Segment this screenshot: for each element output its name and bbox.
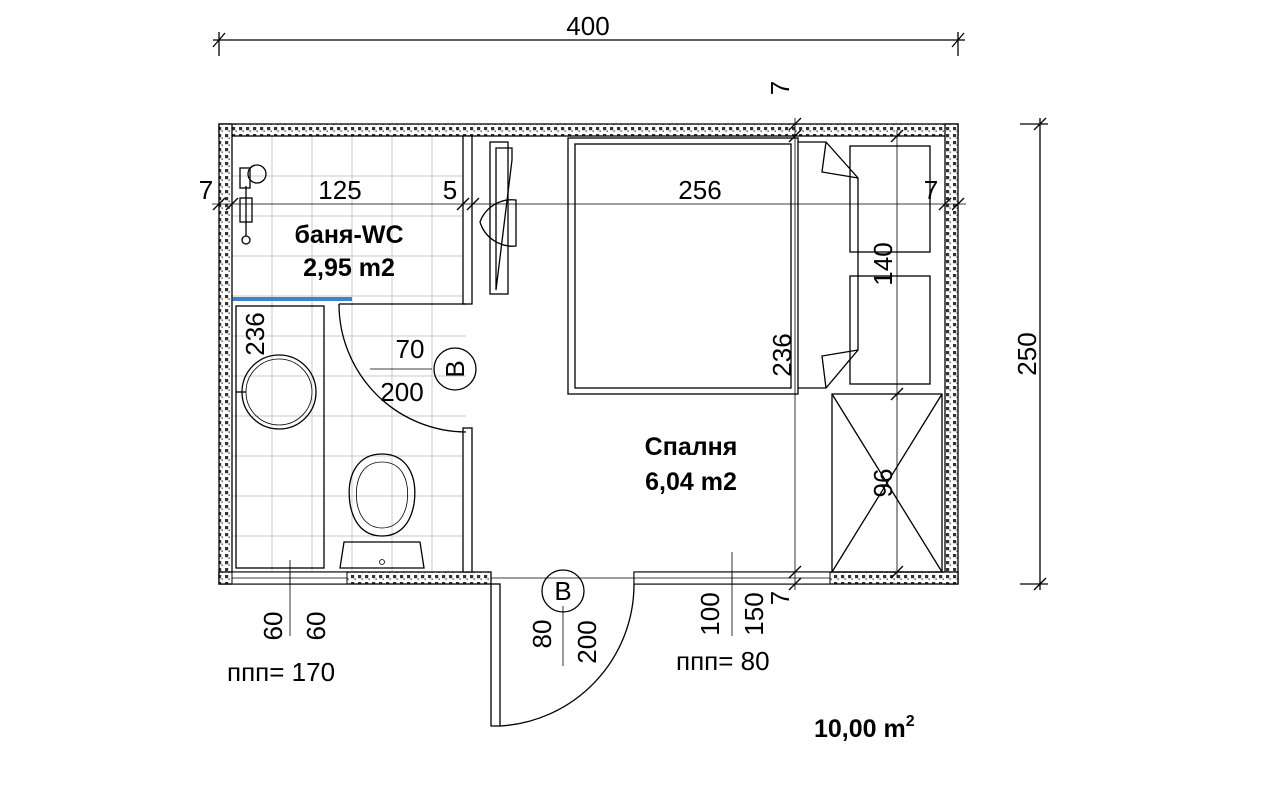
total-area-label: 10,00 m2 <box>814 713 915 743</box>
wall-bottom-right-label: 7 <box>765 591 795 605</box>
wardrobe <box>831 393 943 573</box>
shower-fixture <box>239 164 267 245</box>
interior-door <box>338 303 467 433</box>
wall-left-label: 7 <box>199 175 213 205</box>
total-width-label: 400 <box>566 11 609 41</box>
partition-label: 5 <box>443 175 457 205</box>
bath-window-sill-label: ппп= 170 <box>227 657 335 687</box>
interior-door-tag-letter: B <box>440 360 470 377</box>
wardrobe-label: 96 <box>868 469 898 498</box>
bathroom-floor-tiles <box>232 136 466 572</box>
bedroom-width-label: 256 <box>678 175 721 205</box>
bathroom-window <box>231 571 348 585</box>
vanity-counter <box>235 305 325 569</box>
wall-top-right-label: 7 <box>765 81 795 95</box>
bathroom-name: баня-WC <box>294 221 403 249</box>
dimension-lines <box>212 32 1048 666</box>
entry-door-tag <box>541 569 585 613</box>
bedroom-area: 6,04 m2 <box>645 468 737 496</box>
bath-depth-label: 236 <box>240 312 270 355</box>
bath-window-width-1-label: 60 <box>258 612 288 641</box>
interior-door-width-label: 70 <box>396 334 425 364</box>
entry-door <box>490 577 635 727</box>
bed-window-width-label: 100 <box>695 592 725 635</box>
bed-width-label: 140 <box>868 242 898 285</box>
wall-right-label: 7 <box>924 175 938 205</box>
bed-window-height-label: 150 <box>739 592 769 635</box>
tv-unit <box>479 141 517 295</box>
bedroom-name: Спалня <box>645 433 738 461</box>
total-depth-label: 250 <box>1012 332 1042 375</box>
double-bed <box>567 137 931 395</box>
entry-door-height-label: 200 <box>572 620 602 663</box>
bathroom-area: 2,95 m2 <box>303 254 395 282</box>
entry-door-width-label: 80 <box>527 620 557 649</box>
entry-door-tag-letter: B <box>554 576 571 606</box>
toilet <box>339 453 425 569</box>
bedroom-depth-label: 236 <box>767 333 797 376</box>
bath-window-width-2-label: 60 <box>301 612 331 641</box>
total-area-superscript: 2 <box>906 713 915 730</box>
interior-door-tag <box>433 347 477 391</box>
bed-window-sill-label: ппп= 80 <box>676 646 770 676</box>
bath-width-label: 125 <box>318 175 361 205</box>
interior-door-height-label: 200 <box>380 377 423 407</box>
partition-wall <box>462 135 473 573</box>
total-area-value: 10,00 m <box>814 715 906 743</box>
